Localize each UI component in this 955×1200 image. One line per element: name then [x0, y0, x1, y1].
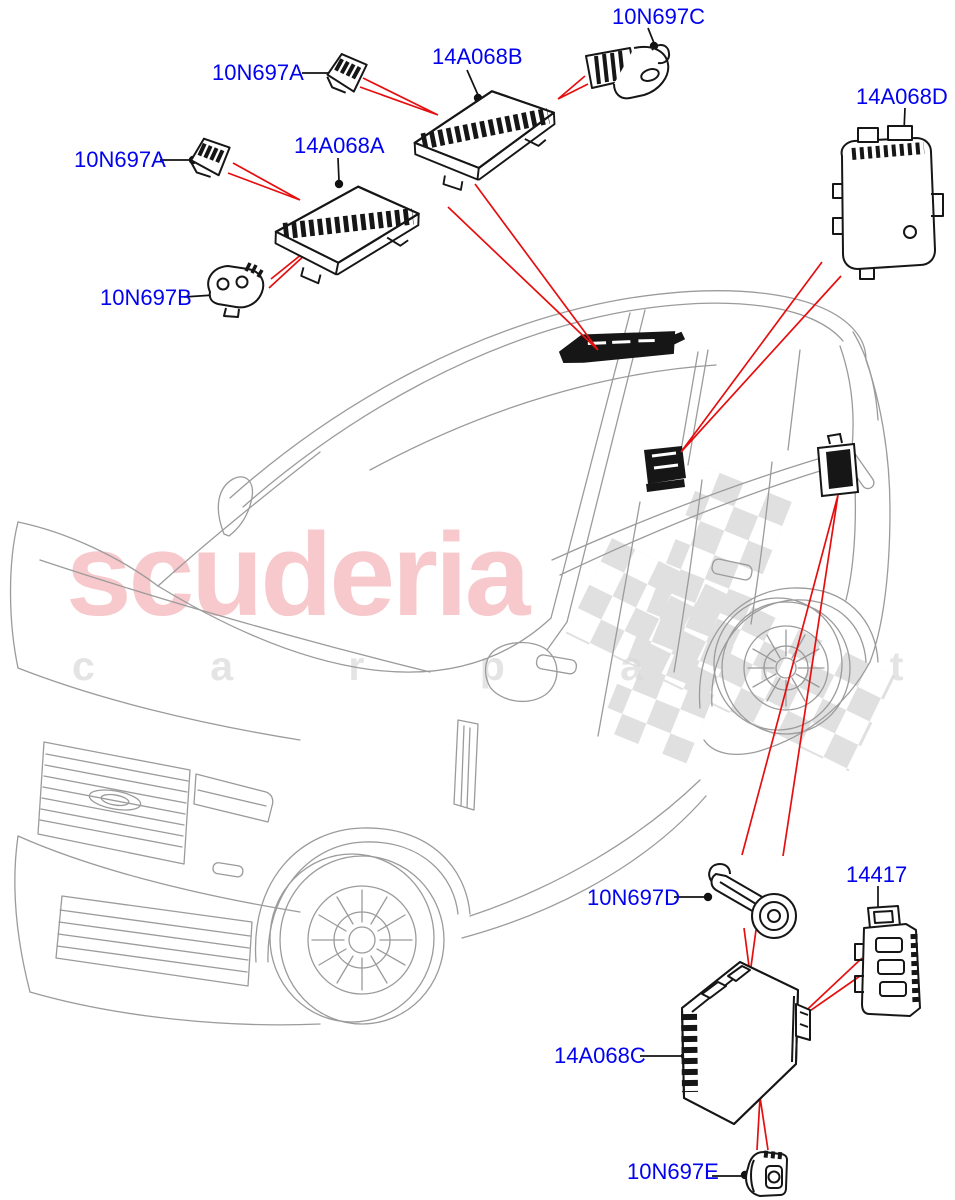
rear-quarter-module-icon: [816, 432, 860, 498]
part-drawing-14A068B: [412, 88, 557, 192]
part-drawing-10N697D: [708, 863, 797, 939]
part-label-14417[interactable]: 14417: [846, 862, 908, 887]
part-drawing-10N697E: [745, 1150, 788, 1197]
part-drawing-14A068C: [681, 961, 811, 1125]
vehicle-line-art: [9, 290, 891, 1026]
part-drawing-10N697B: [207, 262, 265, 318]
part-label-10N697C[interactable]: 10N697C: [612, 4, 705, 29]
part-label-10N697A-top[interactable]: 10N697A: [212, 60, 304, 85]
roof-module-icon: [558, 331, 686, 364]
part-drawing-10N697A-top: [326, 53, 368, 94]
part-label-10N697E[interactable]: 10N697E: [627, 1159, 719, 1184]
part-drawing-14417: [854, 905, 921, 1017]
part-label-14A068D[interactable]: 14A068D: [856, 84, 948, 109]
black-leader-lines: [160, 27, 906, 1177]
part-label-10N697A-left[interactable]: 10N697A: [74, 147, 166, 172]
part-drawing-14A068D: [832, 125, 944, 280]
part-label-14A068B[interactable]: 14A068B: [432, 44, 523, 69]
part-label-10N697B[interactable]: 10N697B: [100, 285, 192, 310]
door-pillar-module-icon: [644, 446, 686, 492]
installed-module-icons: [558, 331, 860, 498]
checkered-flag-watermark: [565, 466, 896, 772]
part-drawing-10N697A-left: [190, 137, 231, 178]
part-label-14A068A[interactable]: 14A068A: [294, 133, 385, 158]
part-drawing-10N697C: [585, 44, 671, 100]
part-label-14A068C[interactable]: 14A068C: [554, 1043, 646, 1068]
part-label-10N697D[interactable]: 10N697D: [587, 885, 680, 910]
